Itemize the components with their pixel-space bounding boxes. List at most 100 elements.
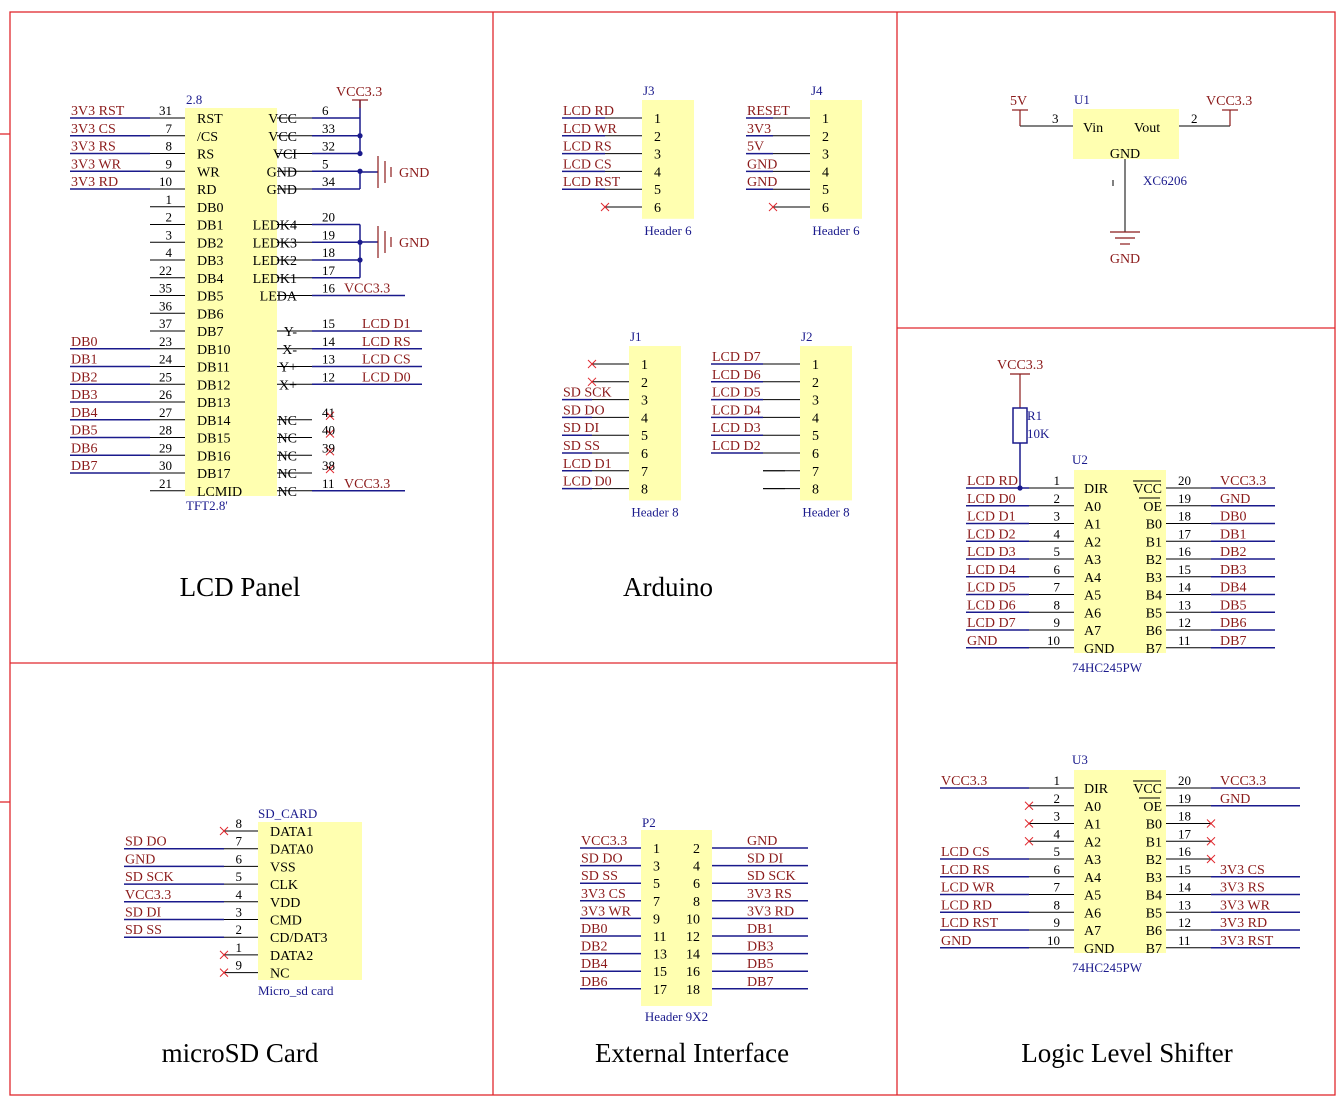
lcd-right-pin-number: 41 xyxy=(322,405,335,420)
p2-right-pin-number: 8 xyxy=(693,895,700,910)
junction-dot xyxy=(357,150,363,157)
u2-right-pin-number: 20 xyxy=(1178,473,1191,488)
p2-left-net-label: SD SS xyxy=(581,869,618,884)
p2-left-pin-number: 5 xyxy=(653,877,660,892)
arduino-pin-number: 6 xyxy=(654,201,661,216)
sd-net-label: VCC3.3 xyxy=(125,888,171,903)
arduino-pin-number: 4 xyxy=(641,411,648,426)
u3-left-net-label: LCD RD xyxy=(941,898,992,913)
arduino-nc-mark xyxy=(587,377,597,387)
lcd-right-pin-number: 19 xyxy=(322,227,335,242)
u2-right-pin-name: B1 xyxy=(1146,535,1162,550)
lcd-panel-body xyxy=(185,108,277,496)
lcd-left-pin-number: 36 xyxy=(159,298,173,313)
u2-left-net-label: LCD D7 xyxy=(967,616,1016,631)
lcd-left-net-label: DB5 xyxy=(71,424,97,439)
lcd-right-pin-number: 15 xyxy=(322,316,335,331)
lcd-left-pin-number: 4 xyxy=(166,245,173,260)
arduino-nc-mark xyxy=(768,202,778,212)
u2-left-pin-number: 1 xyxy=(1054,473,1061,488)
u2-right-net-label: GND xyxy=(1220,492,1250,507)
lcd-right-pin-number: 34 xyxy=(322,174,336,189)
lcd-right-pin-number: 38 xyxy=(322,458,335,473)
arduino-pin-number: 7 xyxy=(812,465,819,480)
lcd-right-pin-name: NC xyxy=(278,414,297,429)
sd-pin-name: CMD xyxy=(270,914,302,929)
u3-left-pin-number: 7 xyxy=(1054,880,1061,895)
p2-left-pin-number: 1 xyxy=(653,842,660,857)
section-title-microsd: microSD Card xyxy=(162,1038,319,1068)
u2-right-net-label: DB0 xyxy=(1220,510,1246,525)
arduino-net-label: SD DO xyxy=(563,403,605,418)
p2-designator: P2 xyxy=(642,815,656,830)
u2-right-pin-number: 16 xyxy=(1178,544,1192,559)
u3-left-pin-name: A7 xyxy=(1084,924,1101,939)
p2-left-net-label: SD DO xyxy=(581,852,623,867)
arduino-header-footprint: Header 6 xyxy=(644,223,692,238)
arduino-pin-number: 2 xyxy=(822,130,829,145)
arduino-pin-number: 1 xyxy=(822,112,829,127)
arduino-pin-number: 7 xyxy=(641,465,648,480)
sd-pin-number: 1 xyxy=(236,940,243,955)
u3-right-pin-name: OE xyxy=(1143,800,1162,815)
sd-pin-number: 3 xyxy=(236,905,243,920)
u2-right-pin-name: B7 xyxy=(1146,642,1162,657)
u2-right-pin-number: 19 xyxy=(1178,491,1191,506)
lcd-left-pin-name: DB3 xyxy=(197,254,223,269)
lcd-right-pin-name: LEDA xyxy=(260,290,298,305)
lcd-left-net-label: DB0 xyxy=(71,335,97,350)
u3-left-pin-number: 6 xyxy=(1054,862,1061,877)
regulator-vout-label: Vout xyxy=(1134,121,1160,136)
u3-left-pin-name: A1 xyxy=(1084,818,1101,833)
p2-right-pin-number: 10 xyxy=(686,912,700,927)
resistor-body xyxy=(1012,407,1028,444)
u3-right-pin-number: 14 xyxy=(1178,880,1192,895)
lcd-right-net-label: VCC3.3 xyxy=(344,477,390,492)
arduino-net-label: SD SS xyxy=(563,439,600,454)
arduino-net-label: LCD D7 xyxy=(712,350,761,365)
section-title-external-interface: External Interface xyxy=(595,1038,789,1068)
arduino-net-label: SD DI xyxy=(563,421,600,436)
u3-left-net-label: LCD RS xyxy=(941,863,990,878)
lcd-right-pin-number: 20 xyxy=(322,210,335,225)
arduino-pin-number: 1 xyxy=(641,358,648,373)
lcd-vcc-label: VCC3.3 xyxy=(336,85,382,100)
arduino-net-label: LCD D4 xyxy=(712,403,761,418)
sd-pin-number: 4 xyxy=(236,887,243,902)
lcd-left-net-label: DB7 xyxy=(71,459,97,474)
u2-body xyxy=(1074,470,1166,653)
arduino-header-body xyxy=(800,346,852,501)
lcd-right-pin-name: Y- xyxy=(284,325,298,340)
lcd-left-pin-number: 10 xyxy=(159,174,172,189)
p2-footprint: Header 9X2 xyxy=(645,1009,708,1024)
lcd-right-pin-name: X+ xyxy=(279,378,297,393)
u2-right-net-label: VCC3.3 xyxy=(1220,474,1266,489)
sd-net-label: GND xyxy=(125,852,155,867)
regulator-vin-label: Vin xyxy=(1083,121,1103,136)
arduino-net-label: RESET xyxy=(747,104,790,119)
lcd-left-pin-name: DB2 xyxy=(197,236,223,251)
arduino-header-designator: J1 xyxy=(630,329,642,344)
arduino-header-designator: J3 xyxy=(643,83,655,98)
arduino-pin-number: 1 xyxy=(812,358,819,373)
u3-left-pin-name: A5 xyxy=(1084,889,1101,904)
p2-left-pin-number: 11 xyxy=(653,930,666,945)
regulator-gnd-pin-label: GND xyxy=(1110,147,1140,162)
u3-nc-mark xyxy=(1024,801,1034,811)
u3-right-pin-number: 16 xyxy=(1178,844,1192,859)
u2-left-net-label: LCD D2 xyxy=(967,527,1016,542)
u3-left-pin-number: 8 xyxy=(1054,897,1061,912)
arduino-header-designator: J2 xyxy=(801,329,813,344)
u3-left-pin-number: 2 xyxy=(1054,791,1061,806)
u2-left-pin-number: 3 xyxy=(1054,509,1061,524)
lcd-right-pin-name: LEDK4 xyxy=(253,219,297,234)
section-title-logic-level-shifter: Logic Level Shifter xyxy=(1021,1038,1232,1068)
u2-left-pin-name: A0 xyxy=(1084,500,1101,515)
resistor-designator: R1 xyxy=(1027,408,1042,423)
lcd-left-pin-name: /CS xyxy=(197,130,218,145)
p2-right-net-label: 3V3 RS xyxy=(747,887,792,902)
lcd-right-pin-name: NC xyxy=(278,485,297,500)
lcd-left-net-label: 3V3 RS xyxy=(71,140,116,155)
sd-pin-name: VSS xyxy=(270,860,296,875)
